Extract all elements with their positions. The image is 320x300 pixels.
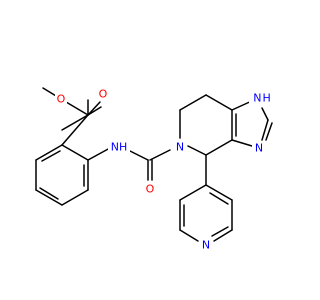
bond-ch2-ch2 (179, 94, 207, 111)
bond-ch2-to-c7a (205, 94, 233, 111)
bond-py-3 (179, 229, 199, 242)
oxygen-label-amide-carbonyl: O (146, 183, 155, 196)
atom-n-pyridine: N (199, 238, 213, 252)
bond-py-6 (205, 184, 233, 201)
bond-benz-c1-c2 (61, 144, 89, 161)
atom-o-methoxy: O (55, 93, 67, 106)
chemical-structure-diagram: O O NH N O N H N N (35, 87, 275, 252)
atom-nh-imidazole: N H (249, 91, 275, 106)
nitrogen-label-imidazole-nh: N H (253, 92, 271, 105)
bond-c2-n-double-b (265, 122, 273, 141)
bond-c4-n (187, 145, 207, 156)
bond-py-inner-2 (211, 226, 229, 237)
atom-o-amide-carbonyl: O (144, 182, 156, 196)
bond-nh-to-carbonyl (127, 149, 149, 161)
atom-o-ester-carbonyl: O (97, 88, 109, 101)
atom-label-layer: O O NH N O N H N N (55, 88, 275, 252)
bond-c2-n-double-a (261, 119, 269, 141)
bond-carbonyl-o-double (87, 101, 101, 116)
atom-nh-amide: NH (108, 140, 130, 154)
label-bg (97, 88, 109, 101)
nitrogen-label-pyridine: N (202, 239, 210, 252)
oxygen-label-methoxy: O (57, 93, 66, 106)
bond-benz-inner-3 (41, 150, 61, 162)
label-bg (249, 91, 275, 106)
label-bg (55, 93, 67, 106)
label-bg (174, 140, 186, 154)
label-bg (252, 141, 266, 155)
bond-layer (35, 87, 273, 242)
nitrogen-label-ring: N (176, 141, 184, 154)
bond-ring-to-nh (87, 147, 111, 161)
bond-py-1 (179, 184, 207, 201)
nitrogen-label-amide: NH (111, 141, 128, 154)
bond-benz-1 (61, 114, 89, 131)
label-bg (108, 140, 130, 154)
label-bg (144, 182, 156, 196)
bond-nh-c2 (261, 107, 269, 121)
bond-c3a-c4 (205, 139, 233, 156)
bond-benz-c4-c5 (35, 189, 63, 206)
nitrogen-label-imidazole: N (255, 142, 263, 155)
bond-carbonyl-to-n (149, 149, 171, 161)
bond-ester-to-ring (61, 114, 89, 146)
bond-benz-inner-2 (39, 187, 59, 200)
bond-py-4 (213, 229, 233, 242)
bond-py-inner-3 (209, 192, 229, 205)
bond-benz-c6-c1 (35, 144, 63, 161)
label-bg (199, 238, 213, 252)
bond-benz-c3-c4 (61, 189, 89, 206)
atom-n-imidazole: N (252, 141, 266, 155)
bond-n-c3a (231, 139, 253, 147)
oxygen-label-ester-carbonyl: O (99, 88, 108, 101)
atom-n-ring: N (174, 140, 186, 154)
